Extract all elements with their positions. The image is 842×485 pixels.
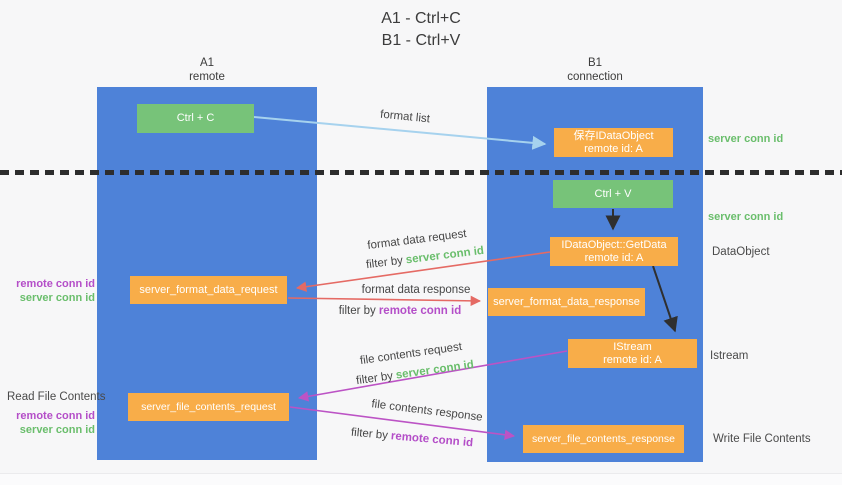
file-contents-response-label: file contents response — [370, 398, 484, 424]
server-file-contents-response-label: server_file_contents_response — [531, 432, 675, 445]
lifeline-b1-role: connection — [567, 71, 623, 83]
lifeline-a1-role: remote — [189, 71, 225, 83]
right-server-conn-id-label-1: server conn id — [708, 133, 784, 145]
left-conn-id-pair-2: remote conn id server conn id — [0, 410, 95, 437]
diagram-title: A1 - Ctrl+C B1 - Ctrl+V — [0, 8, 842, 52]
filter-by-text: filter by — [355, 370, 394, 388]
remote-conn-id-label: remote conn id — [16, 410, 95, 422]
ctrl-c-label: Ctrl + C — [176, 112, 215, 124]
format-data-response-label: format data response — [361, 284, 471, 296]
filter-by-text: filter by — [350, 426, 389, 442]
bottom-strip — [0, 473, 842, 485]
ctrl-v-label: Ctrl + V — [594, 187, 632, 200]
filter-by-text: filter by — [365, 254, 404, 272]
dataobject-annotation: DataObject — [712, 246, 770, 258]
save-idataobject-node: 保存IDataObject remote id: A — [554, 128, 673, 157]
ctrl-c-node: Ctrl + C — [137, 104, 254, 133]
ctrl-v-node: Ctrl + V — [553, 180, 673, 208]
istream-annotation: Istream — [710, 350, 749, 362]
right-server-conn-id-label-2: server conn id — [708, 211, 784, 223]
lifeline-a1-name: A1 — [199, 57, 215, 69]
title-line-1: A1 - Ctrl+C — [381, 10, 461, 27]
remote-conn-id-key: remote conn id — [378, 305, 462, 317]
istream-line1: IStream — [613, 340, 652, 353]
server-format-data-request-node: server_format_data_request — [130, 276, 287, 304]
server-conn-id-label: server conn id — [19, 423, 95, 436]
copy-paste-separator-line — [0, 170, 842, 175]
server-file-contents-request-label: server_file_contents_request — [141, 400, 276, 413]
server-conn-id-key: server conn id — [395, 358, 475, 382]
read-file-contents-annotation: Read File Contents — [7, 391, 106, 403]
filter-by-text: filter by — [338, 305, 376, 317]
server-conn-id-label: server conn id — [19, 291, 95, 304]
write-file-contents-annotation: Write File Contents — [713, 433, 811, 445]
title-line-2: B1 - Ctrl+V — [381, 32, 461, 49]
lifeline-b1-name: B1 — [587, 57, 603, 69]
save-idataobject-line2: remote id: A — [584, 142, 643, 155]
server-file-contents-request-node: server_file_contents_request — [128, 393, 289, 421]
istream-line2: remote id: A — [603, 353, 662, 366]
lifeline-header-b1: B1 connection — [487, 56, 703, 84]
server-file-contents-response-node: server_file_contents_response — [523, 425, 684, 453]
istream-node: IStream remote id: A — [568, 339, 697, 368]
getdata-line1: IDataObject::GetData — [561, 238, 667, 251]
save-idataobject-line1: 保存IDataObject — [573, 129, 654, 142]
server-format-data-request-label: server_format_data_request — [139, 283, 278, 296]
idataobject-getdata-node: IDataObject::GetData remote id: A — [550, 237, 678, 266]
server-format-data-response-label: server_format_data_response — [493, 295, 640, 308]
remote-conn-id-label: remote conn id — [16, 278, 95, 290]
server-format-data-response-node: server_format_data_response — [488, 288, 645, 316]
remote-conn-id-key: remote conn id — [390, 430, 474, 450]
left-conn-id-pair-1: remote conn id server conn id — [0, 278, 95, 305]
format-list-label: format list — [379, 108, 431, 126]
getdata-line2: remote id: A — [584, 251, 644, 264]
server-conn-id-key: server conn id — [405, 244, 485, 267]
lifeline-header-a1: A1 remote — [97, 56, 317, 84]
